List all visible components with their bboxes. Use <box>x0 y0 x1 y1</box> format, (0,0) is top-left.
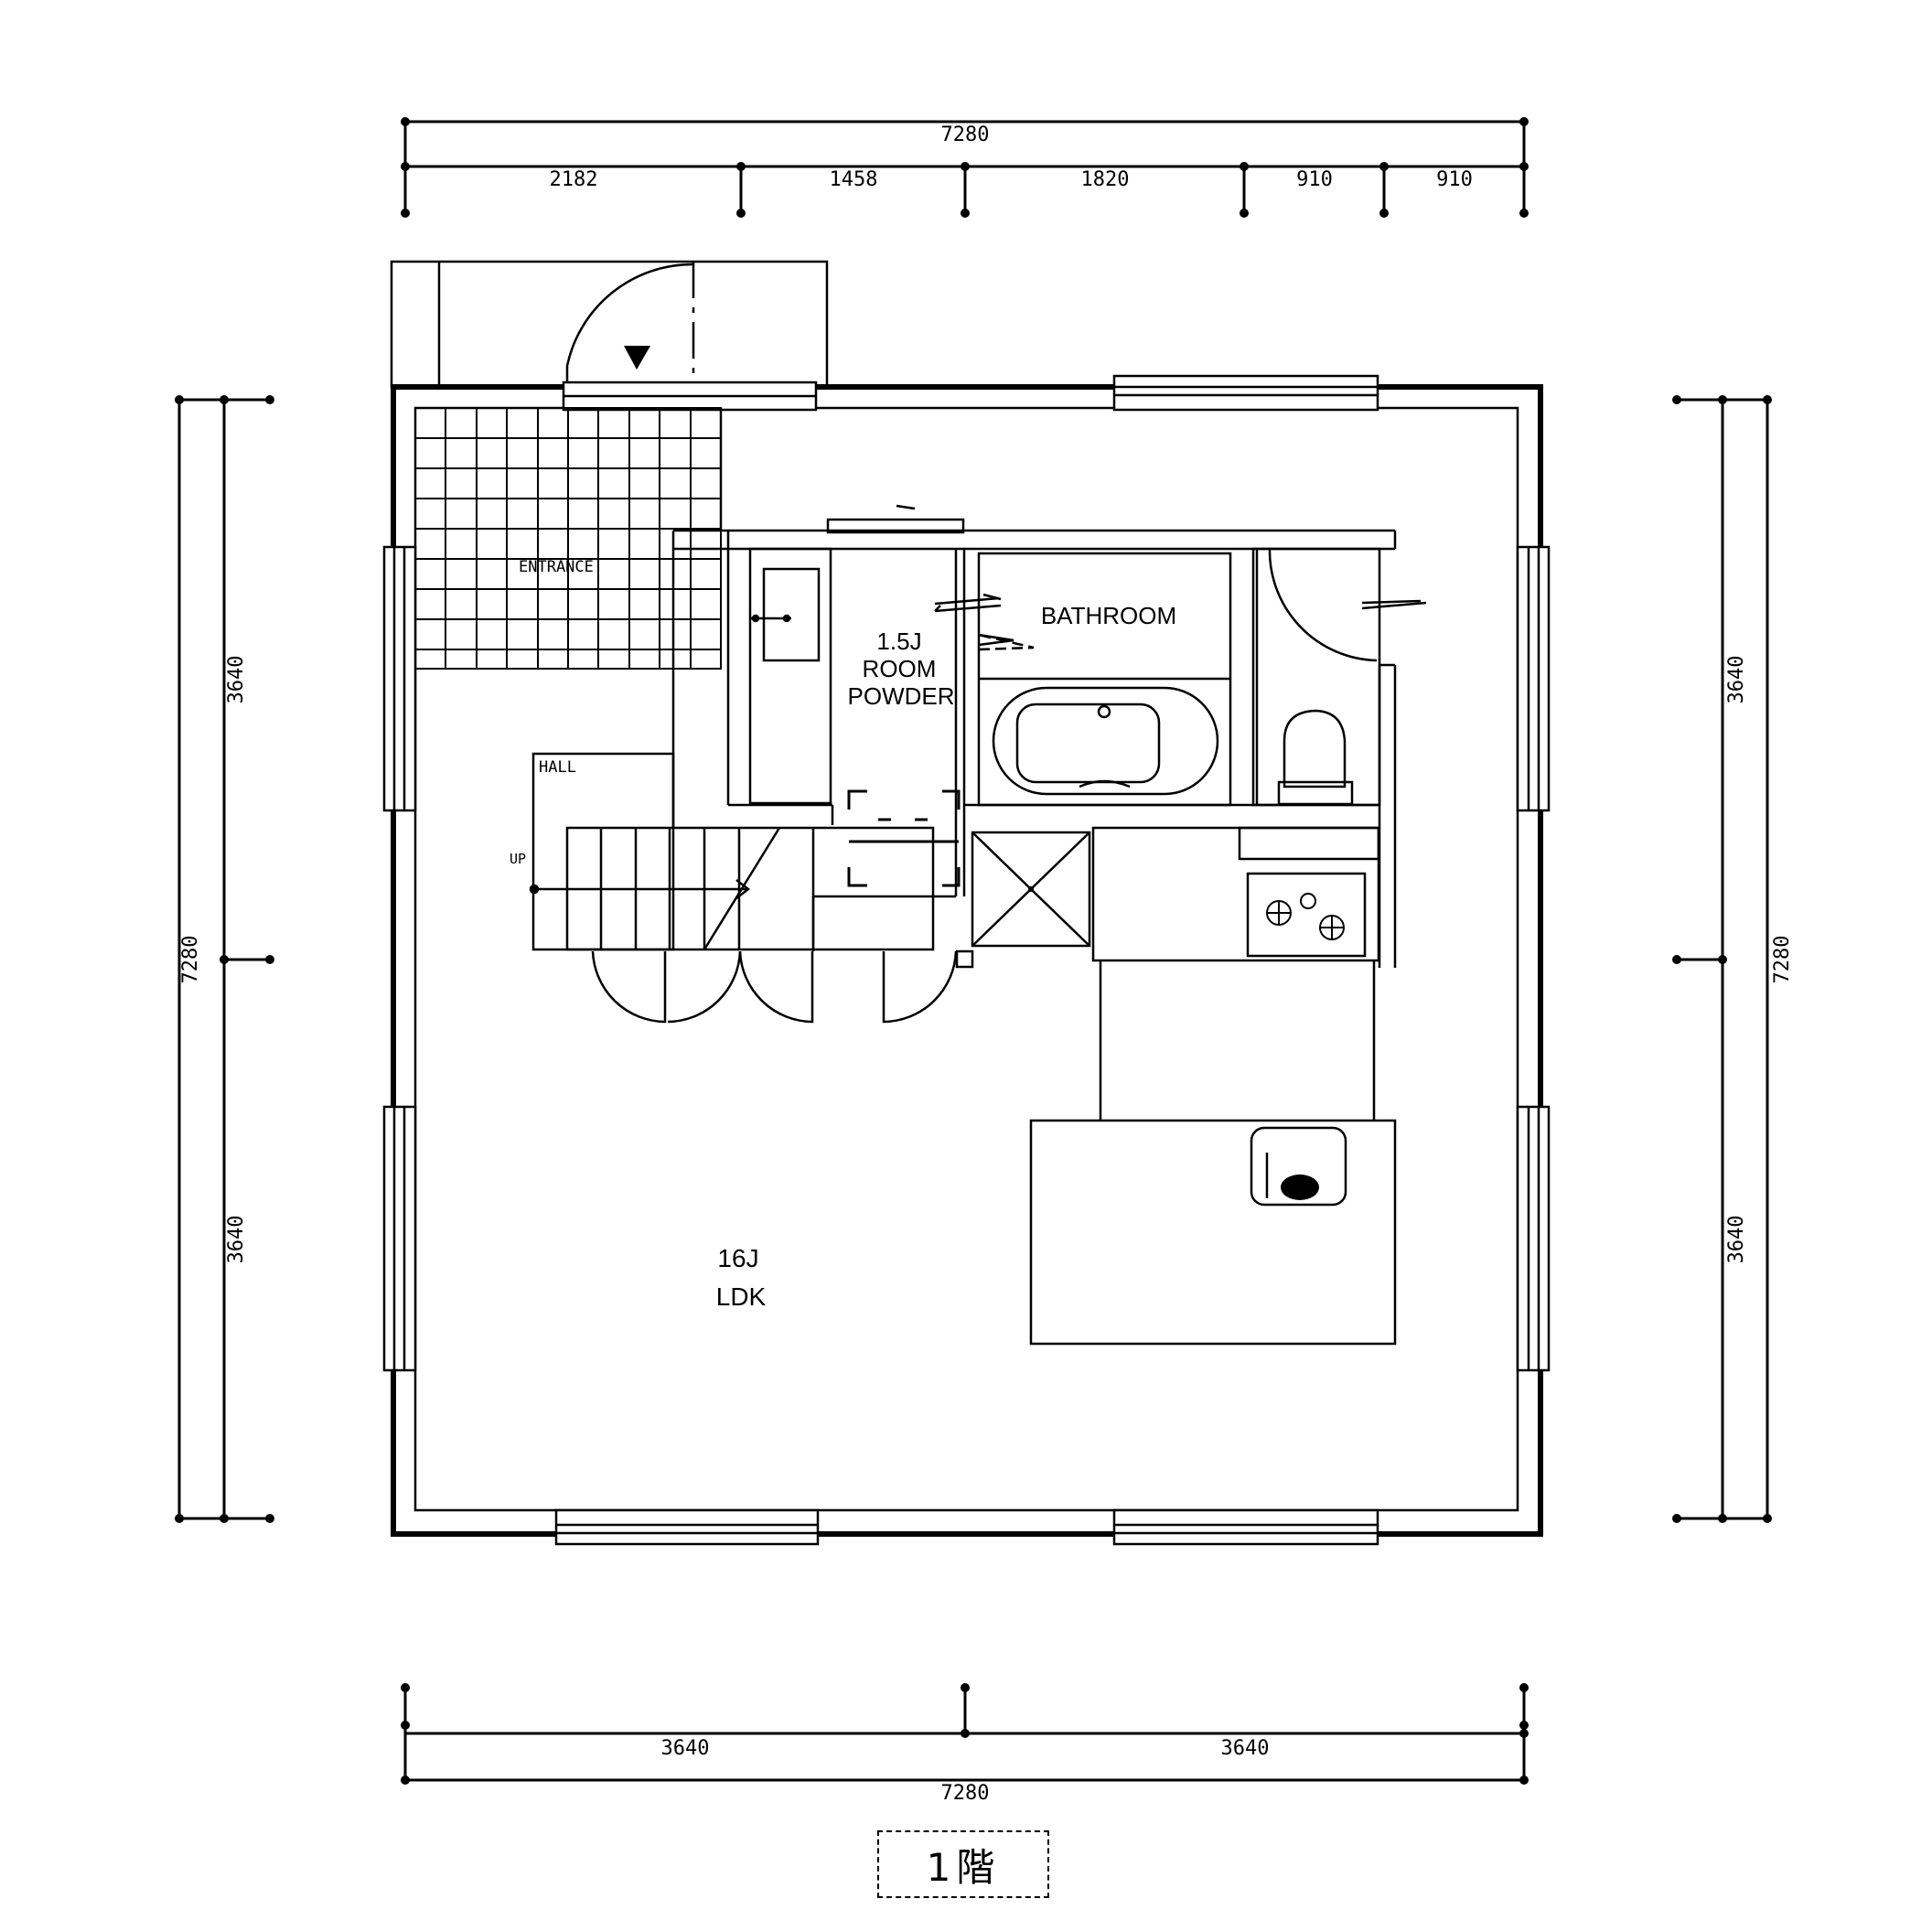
staircase <box>529 752 935 951</box>
stair-up-label: UP <box>510 851 526 867</box>
bottom-segment-dimension: 3640 <box>661 1737 710 1760</box>
right-segment-dimension: 3640 <box>1725 656 1748 704</box>
ldk-size-label: 16J <box>717 1244 758 1272</box>
left-dimension-dots <box>175 395 274 1523</box>
bathroom-label: BATHROOM <box>1041 602 1176 629</box>
bottom-total-dimension: 7280 <box>941 1782 990 1805</box>
floor-label: 1階 <box>877 1830 1049 1898</box>
top-dimension-dots <box>401 117 1529 218</box>
right-segment-dimension: 3640 <box>1725 1216 1748 1264</box>
top-wall-openings <box>562 374 1379 412</box>
top-segment-dimension: 910 <box>1436 168 1473 191</box>
stove-burner-icon <box>1266 893 1345 940</box>
left-segment-dimension: 3640 <box>225 656 248 704</box>
toilet <box>1251 547 1381 807</box>
powder-room-arrows <box>934 593 1427 613</box>
entry-direction-arrow <box>624 346 650 370</box>
left-segment-dimension: 3640 <box>225 1216 248 1264</box>
ldk-label: LDK <box>716 1282 767 1311</box>
bathroom <box>977 552 1232 807</box>
right-wall-windows <box>1516 545 1551 1372</box>
top-segment-dimension: 1458 <box>830 168 878 191</box>
top-segment-dimension: 2182 <box>550 168 598 191</box>
kitchen-faucet-icon <box>1281 1175 1319 1200</box>
washing-machine-space <box>847 789 961 887</box>
entrance-label: ENTRANCE <box>519 558 594 576</box>
left-total-dimension: 7280 <box>179 936 202 984</box>
interior-walls <box>671 408 1397 969</box>
kitchen <box>971 826 1397 1346</box>
bottom-wall-openings <box>554 1508 1379 1546</box>
top-segment-dimension: 1820 <box>1081 168 1130 191</box>
porch <box>390 260 829 389</box>
exterior-wall <box>391 384 1543 1537</box>
right-dimension-dots <box>1672 395 1772 1523</box>
entrance-tile-grid <box>414 407 722 670</box>
powder-room-label: ROOM <box>863 655 937 682</box>
powder-room-label: POWDER <box>848 682 955 710</box>
bottom-dimension-dots <box>401 1683 1529 1785</box>
storage-doors <box>591 950 958 1024</box>
floor-drain-icon <box>1028 886 1034 892</box>
left-wall-windows <box>382 545 417 1372</box>
hall-label: HALL <box>539 758 576 777</box>
bottom-segment-dimension: 3640 <box>1221 1737 1270 1760</box>
powder-room-size-label: 1.5J <box>876 628 921 655</box>
top-segment-dimension: 910 <box>1296 168 1333 191</box>
vanity-sink <box>748 547 832 805</box>
top-total-dimension: 7280 <box>941 123 990 146</box>
right-total-dimension: 7280 <box>1771 936 1794 984</box>
